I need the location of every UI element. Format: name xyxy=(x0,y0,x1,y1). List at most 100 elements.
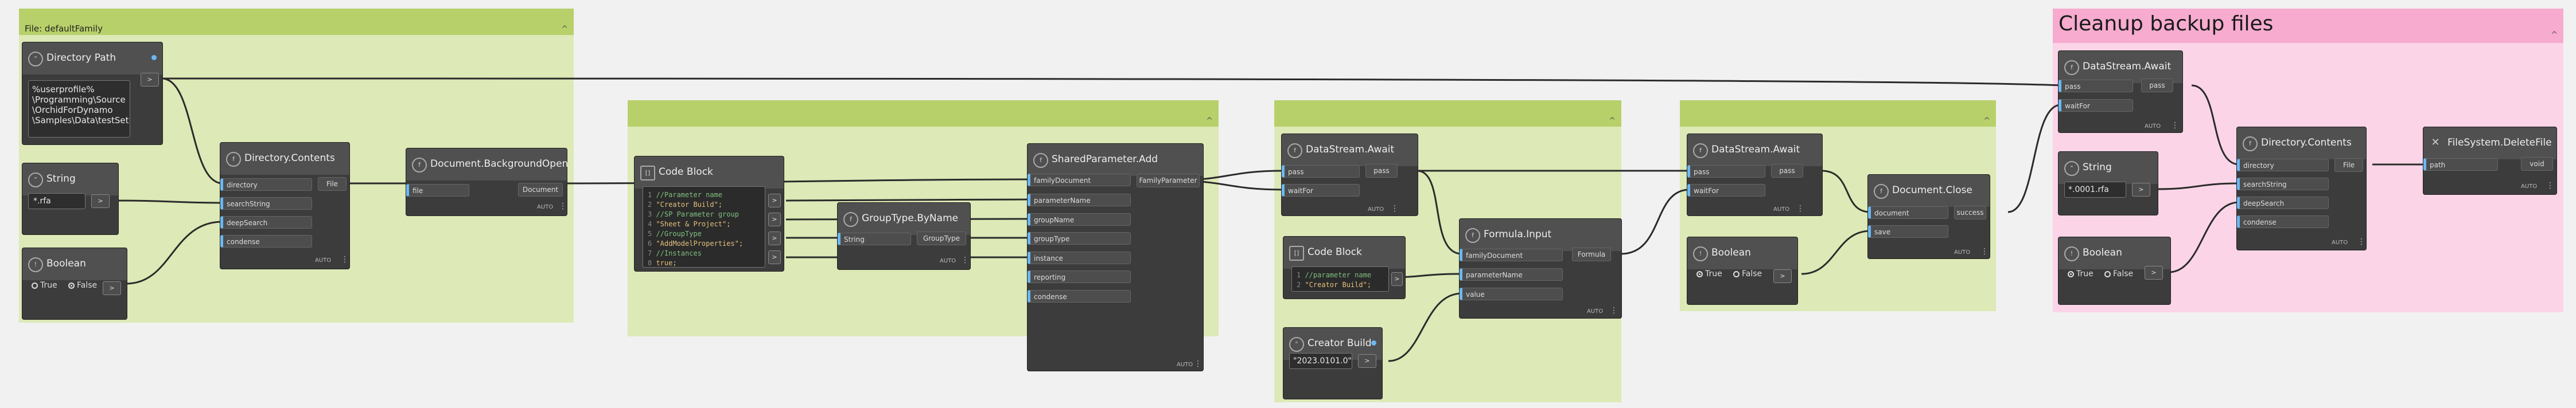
chevron-up-icon[interactable]: ^ xyxy=(1206,116,1213,125)
chevron-up-icon[interactable]: ^ xyxy=(1609,116,1616,125)
node-directory-path[interactable]: " Directory Path %userprofile% \Programm… xyxy=(22,42,163,145)
node-header[interactable]: f SharedParameter.Add xyxy=(1028,144,1203,176)
node-document-close[interactable]: f Document.Close document save success A… xyxy=(1867,174,1990,259)
output-pass[interactable]: pass xyxy=(2141,79,2173,92)
input-directory[interactable]: directory xyxy=(220,178,312,191)
node-document-backgroundopen[interactable]: f Document.BackgroundOpen file Document … xyxy=(406,148,568,216)
input-deepsearch[interactable]: deepSearch xyxy=(220,216,312,229)
true-radio[interactable]: True xyxy=(32,281,57,290)
input-familydocument[interactable]: familyDocument xyxy=(1460,249,1563,261)
output-pass[interactable]: pass xyxy=(1365,164,1398,178)
lacing-label[interactable]: AUTO xyxy=(2332,240,2348,246)
output-familyparameter[interactable]: FamilyParameter xyxy=(1137,174,1200,187)
output-port[interactable]: > xyxy=(1358,354,1376,368)
kebab-icon[interactable]: ⋮ xyxy=(1610,306,1618,315)
node-directory-contents[interactable]: f Directory.Contents directory searchStr… xyxy=(2236,127,2367,250)
group-header[interactable]: ^ xyxy=(1274,100,1621,127)
output-port[interactable]: > xyxy=(103,281,121,295)
directory-path-input[interactable]: %userprofile% \Programming\Source \Orchi… xyxy=(28,80,130,138)
node-header[interactable]: ✕ FileSystem.DeleteFile xyxy=(2423,127,2556,159)
lacing-label[interactable]: AUTO xyxy=(1587,308,1604,315)
lacing-label[interactable]: AUTO xyxy=(1368,206,1384,213)
output-port-2[interactable]: > xyxy=(768,213,781,226)
group-header[interactable]: ^ xyxy=(628,100,1219,127)
lacing-label[interactable]: AUTO xyxy=(2145,123,2161,130)
true-radio[interactable]: True xyxy=(1696,269,1722,278)
kebab-icon[interactable]: ⋮ xyxy=(1391,204,1399,213)
node-header[interactable]: f DataStream.Await xyxy=(2059,51,2182,83)
node-creator-build[interactable]: " Creator Build "2023.0101.0" > xyxy=(1283,327,1383,399)
string-input[interactable]: *.rfa xyxy=(28,193,85,209)
output-port-3[interactable]: > xyxy=(768,232,781,245)
lacing-label[interactable]: AUTO xyxy=(1177,362,1193,368)
chevron-up-icon[interactable]: ^ xyxy=(561,25,568,34)
kebab-icon[interactable]: ⋮ xyxy=(961,256,969,265)
input-instance[interactable]: instance xyxy=(1028,252,1131,264)
node-header[interactable]: f DataStream.Await xyxy=(1282,134,1418,166)
input-deepsearch[interactable]: deepSearch xyxy=(2237,197,2329,209)
lacing-label[interactable]: AUTO xyxy=(940,258,956,264)
input-reporting[interactable]: reporting xyxy=(1028,270,1131,283)
node-directory-contents[interactable]: f Directory.Contents directory searchStr… xyxy=(220,142,350,269)
node-grouptype-byname[interactable]: f GroupType.ByName String GroupType AUTO… xyxy=(837,202,971,270)
node-header[interactable]: f Document.Close xyxy=(1868,175,1990,207)
node-header[interactable]: f Directory.Contents xyxy=(2237,127,2366,159)
output-port[interactable]: > xyxy=(2132,183,2150,197)
node-header[interactable]: " Directory Path xyxy=(22,42,162,74)
node-header[interactable]: f Document.BackgroundOpen xyxy=(406,148,568,181)
input-condense[interactable]: condense xyxy=(2237,215,2329,228)
node-header[interactable]: [] Code Block xyxy=(1283,237,1405,269)
input-parametername[interactable]: parameterName xyxy=(1028,194,1131,206)
output-pass[interactable]: pass xyxy=(1771,164,1803,178)
output-port-4[interactable]: > xyxy=(768,250,781,264)
node-string[interactable]: " String *.rfa > xyxy=(22,163,119,235)
input-pass[interactable]: pass xyxy=(1687,165,1765,178)
node-header[interactable]: [] Code Block xyxy=(635,156,784,189)
output-formula[interactable]: Formula xyxy=(1572,248,1611,261)
kebab-icon[interactable]: ⋮ xyxy=(1194,359,1202,368)
input-file[interactable]: file xyxy=(406,184,469,197)
node-boolean[interactable]: ! Boolean True False > xyxy=(2058,237,2171,305)
input-directory[interactable]: directory xyxy=(2237,159,2329,171)
true-radio[interactable]: True xyxy=(2068,269,2094,278)
kebab-icon[interactable]: ⋮ xyxy=(1980,247,1989,256)
lacing-label[interactable]: AUTO xyxy=(537,204,554,210)
kebab-icon[interactable]: ⋮ xyxy=(1796,204,1804,213)
input-string[interactable]: String xyxy=(838,233,911,245)
group-header[interactable]: ^ xyxy=(1680,100,1996,127)
input-condense[interactable]: condense xyxy=(1028,290,1131,303)
chevron-up-icon[interactable]: ^ xyxy=(2551,30,2558,40)
node-boolean[interactable]: ! Boolean True False > xyxy=(1687,237,1798,305)
input-searchstring[interactable]: searchString xyxy=(220,197,312,210)
chevron-up-icon[interactable]: ^ xyxy=(1983,116,1990,125)
node-formula-input[interactable]: f Formula.Input familyDocument parameter… xyxy=(1459,218,1622,319)
node-header[interactable]: ! Boolean xyxy=(2059,237,2170,269)
output-file[interactable]: File xyxy=(318,177,347,191)
output-document[interactable]: Document xyxy=(518,183,563,197)
lacing-label[interactable]: AUTO xyxy=(1954,249,1971,256)
lacing-label[interactable]: AUTO xyxy=(1773,206,1790,213)
node-header[interactable]: ! Boolean xyxy=(22,248,127,280)
input-condense[interactable]: condense xyxy=(220,235,312,248)
string-input[interactable]: *.0001.rfa xyxy=(2064,182,2126,198)
input-pass[interactable]: pass xyxy=(1282,165,1360,178)
node-header[interactable]: f Formula.Input xyxy=(1460,219,1621,251)
node-datastream-await[interactable]: f DataStream.Await pass waitFor pass AUT… xyxy=(2058,50,2183,133)
input-save[interactable]: save xyxy=(1868,225,1948,238)
output-port[interactable]: > xyxy=(1773,269,1792,283)
output-port[interactable]: > xyxy=(1391,272,1403,286)
creator-build-input[interactable]: "2023.0101.0" xyxy=(1289,353,1352,369)
input-waitfor[interactable]: waitFor xyxy=(1282,184,1360,197)
output-port[interactable]: > xyxy=(91,194,110,208)
node-filesystem-deletefile[interactable]: ✕ FileSystem.DeleteFile path void AUTO ⋮ xyxy=(2423,127,2557,195)
node-header[interactable]: f GroupType.ByName xyxy=(838,203,970,235)
input-path[interactable]: path xyxy=(2423,158,2498,171)
node-datastream-await[interactable]: f DataStream.Await pass waitFor pass AUT… xyxy=(1687,134,1823,216)
output-grouptype[interactable]: GroupType xyxy=(917,232,966,245)
input-familydocument[interactable]: familyDocument xyxy=(1028,174,1131,186)
output-port-1[interactable]: > xyxy=(768,194,781,207)
output-file[interactable]: File xyxy=(2334,158,2363,172)
